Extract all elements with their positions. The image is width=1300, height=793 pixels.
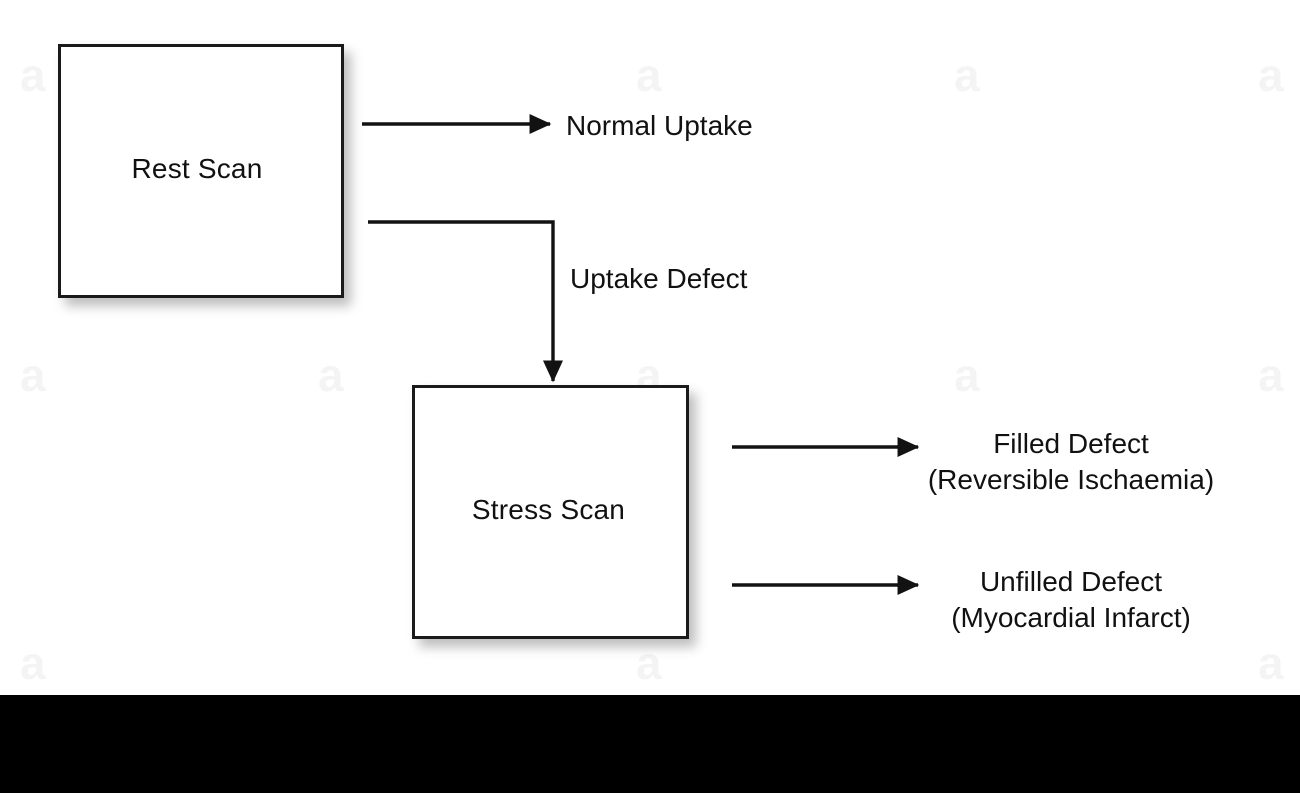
node-rest-scan-label: Rest Scan [131, 153, 263, 184]
outcome-normal-uptake-line1: Normal Uptake [566, 110, 753, 141]
outcome-unfilled-defect: Unfilled Defect (Myocardial Infarct) [868, 564, 1274, 636]
watermark-glyph: a [20, 52, 46, 98]
edge-label-uptake-defect-line1: Uptake Defect [570, 263, 748, 294]
watermark-glyph: a [318, 352, 344, 398]
outcome-filled-defect-line2: (Reversible Ischaemia) [927, 463, 1215, 495]
outcome-unfilled-defect-line1: Unfilled Defect [979, 566, 1163, 597]
watermark-glyph: a [20, 352, 46, 398]
edge-label-uptake-defect: Uptake Defect [570, 261, 747, 297]
outcome-normal-uptake: Normal Uptake [566, 108, 753, 144]
watermark-glyph: a [1258, 52, 1284, 98]
alamy-footer-bar: alamy Image ID: M0TE8T www.alamy.com [0, 695, 1300, 793]
outcome-filled-defect-line1: Filled Defect [993, 428, 1149, 459]
outcome-unfilled-defect-line2: (Myocardial Infarct) [951, 601, 1191, 633]
outcome-filled-defect: Filled Defect (Reversible Ischaemia) [868, 426, 1274, 498]
node-rest-scan[interactable]: Rest Scan [58, 44, 344, 298]
watermark-glyph: a [636, 52, 662, 98]
watermark-glyph: a [1258, 352, 1284, 398]
watermark-glyph: a [954, 352, 980, 398]
watermark-glyph: a [954, 52, 980, 98]
node-stress-scan-label: Stress Scan [471, 494, 626, 525]
watermark-glyph: a [636, 640, 662, 686]
watermark-glyph: a [20, 640, 46, 686]
watermark-glyph: a [1258, 640, 1284, 686]
node-stress-scan[interactable]: Stress Scan [412, 385, 689, 639]
connector-rest-to-stress [368, 220, 564, 383]
flowchart-diagram: a a a a a a a a a a a a a [20, 44, 1284, 686]
